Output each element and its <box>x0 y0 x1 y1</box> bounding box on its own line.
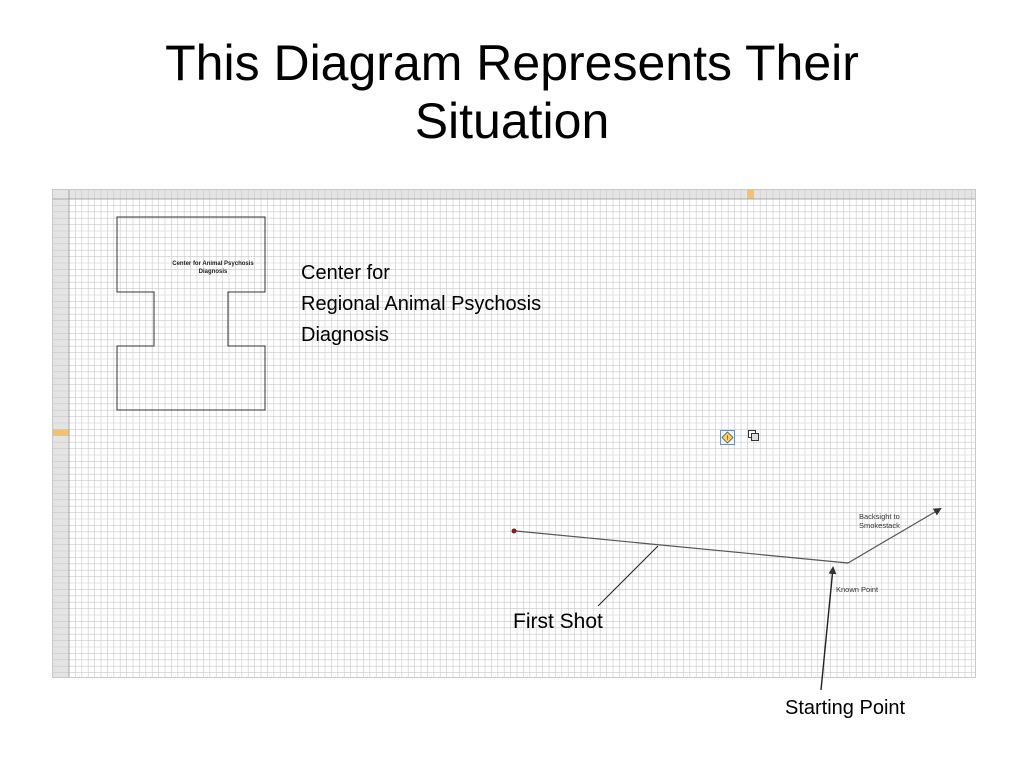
slide-title: This Diagram Represents Their Situation <box>0 34 1024 150</box>
starting-point-label: Starting Point <box>785 697 906 719</box>
slide-title-line-2: Situation <box>414 93 610 149</box>
building-floor-plan <box>116 216 266 411</box>
starting-point-arrow <box>820 566 837 691</box>
first-shot-point-marker <box>511 528 517 534</box>
known-point-label: Known Point <box>836 585 879 594</box>
slide-title-line-1: This Diagram Represents Their <box>165 35 859 91</box>
first-shot-label: First Shot <box>513 610 603 633</box>
building-title-line-1: Center for Animal Psychosis <box>172 261 254 267</box>
svg-text:!: ! <box>727 436 729 442</box>
center-name-line-2: Regional Animal Psychosis <box>301 293 542 315</box>
paste-options-icon[interactable]: ! <box>720 430 735 445</box>
building-title-line-2: Diagnosis <box>198 269 228 275</box>
spreadsheet-grid[interactable]: Center for Animal Psychosis Diagnosis Ce… <box>52 189 976 678</box>
grid-lines <box>53 190 975 677</box>
backsight-label-line-1: Backsight to <box>859 512 900 521</box>
first-shot-line <box>515 530 849 564</box>
center-name-line-3: Diagnosis <box>301 324 389 346</box>
backsight-label-line-2: Smokestack <box>859 521 900 530</box>
center-name-line-1: Center for <box>301 262 390 284</box>
backsight-label: Backsight to Smokestack <box>859 512 900 530</box>
center-name-text: Center for Regional Animal Psychosis Dia… <box>301 258 541 351</box>
backsight-line <box>847 507 942 564</box>
building-title: Center for Animal Psychosis Diagnosis <box>153 260 273 276</box>
first-shot-leader-line <box>597 545 659 607</box>
smart-tag-icon[interactable] <box>748 428 759 441</box>
